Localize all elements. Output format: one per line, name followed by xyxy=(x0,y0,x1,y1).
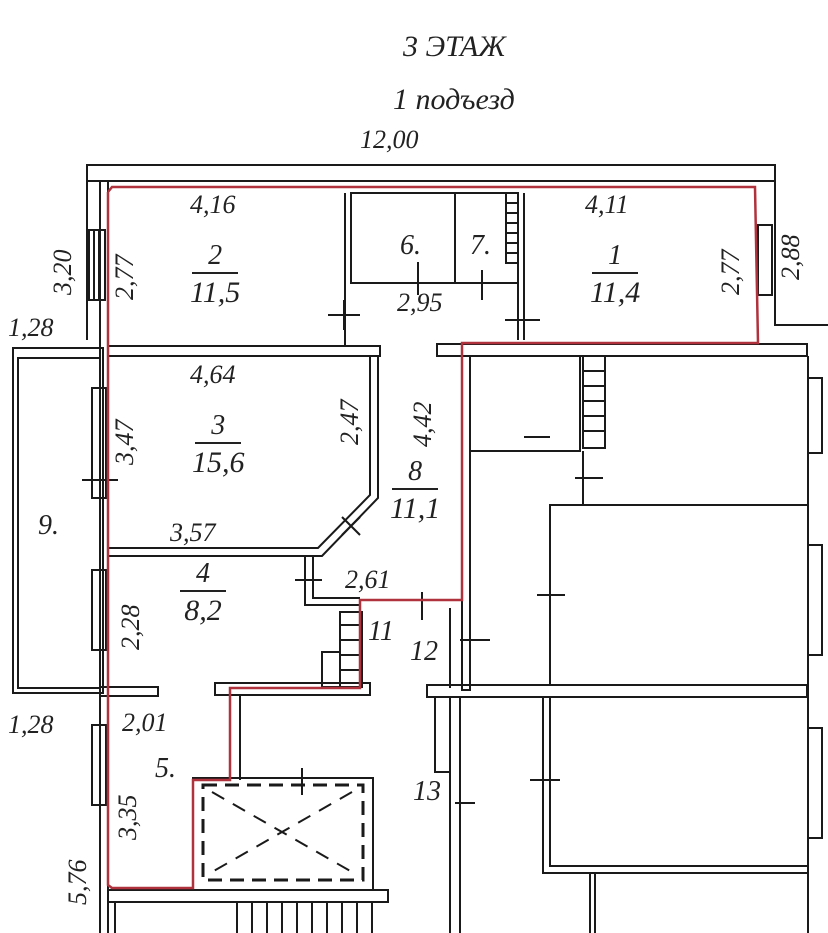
room-8-bottom-width-dim: 2,61 xyxy=(345,565,391,594)
left-top-dim: 3,20 xyxy=(48,249,77,296)
room-3-top-width-dim: 4,64 xyxy=(190,360,236,389)
room-3-number: 3 xyxy=(211,410,226,441)
room-11-label: 11 xyxy=(368,616,394,647)
corridor-width-dim: 2,95 xyxy=(397,288,443,317)
room-2-number: 2 xyxy=(208,240,223,271)
entrance-title: 1 подъезд xyxy=(393,83,515,116)
room-4-depth-dim: 2,28 xyxy=(116,604,145,651)
room-1-area: 11,4 xyxy=(590,276,641,309)
room-9-label: 9. xyxy=(38,510,59,541)
window xyxy=(88,229,106,301)
room-1-number: 1 xyxy=(608,240,623,271)
room-8-number: 8 xyxy=(408,456,423,487)
room-8-area: 11,1 xyxy=(390,492,441,525)
room-5-width-dim: 2,01 xyxy=(122,708,168,737)
room-1-depth-dim: 2,77 xyxy=(716,249,745,296)
room-7-label: 7. xyxy=(470,230,491,261)
room-2-depth-dim: 2,77 xyxy=(110,254,139,301)
room-8-depth-dim: 4,42 xyxy=(408,401,437,448)
room-13-label: 13 xyxy=(413,776,441,807)
room-4-number: 4 xyxy=(196,558,210,589)
room-5-depth-dim: 3,35 xyxy=(113,794,142,841)
balcony-9 xyxy=(12,347,104,694)
balcony-top-dim: 1,28 xyxy=(8,313,54,342)
apartment-outline xyxy=(106,185,760,890)
floor-title: 3 ЭТАЖ xyxy=(403,30,506,63)
room-4-area: 8,2 xyxy=(184,594,222,627)
room-2-width-dim: 4,16 xyxy=(190,190,236,219)
room-3-left-depth-dim: 3,47 xyxy=(110,419,139,466)
room-3-bottom-width-dim: 3,57 xyxy=(170,518,216,547)
room-2-area: 11,5 xyxy=(190,276,241,309)
room-6-label: 6. xyxy=(400,230,421,261)
right-outer-wall xyxy=(774,181,828,326)
room-12-label: 12 xyxy=(410,636,438,667)
top-outer-wall xyxy=(86,164,776,182)
right-top-dim: 2,88 xyxy=(776,234,805,281)
left-bottom-dim: 5,76 xyxy=(63,859,92,906)
room-3-area: 15,6 xyxy=(192,446,245,479)
room-5-label: 5. xyxy=(155,753,176,784)
balcony-bottom-dim: 1,28 xyxy=(8,710,54,739)
room-3-right-depth-dim: 2,47 xyxy=(335,399,364,446)
overall-width-dim: 12,00 xyxy=(360,125,419,154)
room-1-width-dim: 4,11 xyxy=(585,190,629,219)
window xyxy=(757,224,773,296)
